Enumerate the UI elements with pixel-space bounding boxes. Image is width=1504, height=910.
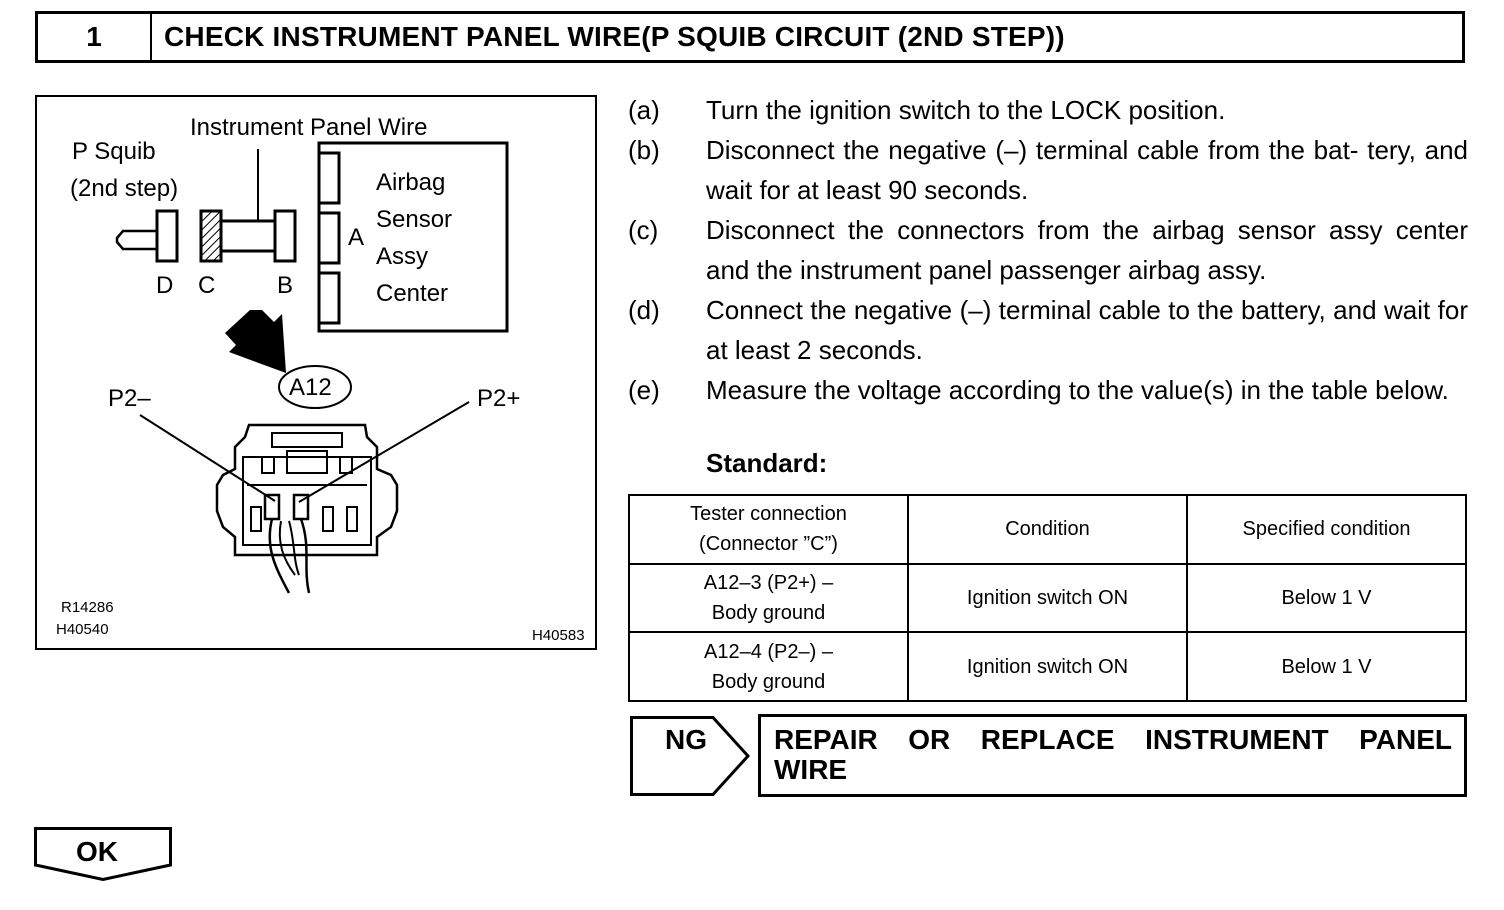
step-text: Disconnect the connectors from the airba…	[706, 215, 1468, 285]
procedure-steps: (a) Turn the ignition switch to the LOCK…	[628, 90, 1468, 410]
label-assy: Assy	[376, 243, 429, 270]
header-text: Tester connection (Connector ”C”)	[690, 503, 847, 556]
cell-text: A12–3 (P2+) – Body ground	[703, 571, 834, 624]
step-label: (d)	[628, 295, 660, 325]
step-text: Measure the voltage according to the val…	[706, 375, 1449, 405]
label-p2-minus: P2–	[108, 385, 151, 412]
header-text: Condition	[1005, 518, 1090, 541]
diagram-drawing	[115, 141, 509, 594]
step-item: (b) Disconnect the negative (–) terminal…	[628, 130, 1468, 210]
step-item: (c) Disconnect the connectors from the a…	[628, 210, 1468, 290]
standard-label: Standard:	[706, 448, 828, 478]
step-label: (a)	[628, 95, 660, 125]
label-connector-b: B	[277, 272, 294, 299]
cell-text: Ignition switch ON	[966, 586, 1129, 609]
label-p2-plus: P2+	[477, 385, 521, 412]
table-row: A12–3 (P2+) – Body ground Ignition switc…	[628, 562, 1467, 634]
figure-code-3: H40583	[532, 627, 585, 644]
pointer-arrow	[225, 310, 286, 373]
table-header-cell: Condition	[907, 494, 1188, 565]
cell-text: Below 1 V	[1281, 586, 1372, 609]
header-text: Specified condition	[1242, 518, 1411, 541]
label-connector-c: C	[198, 272, 216, 299]
ng-arrow-shape	[630, 716, 750, 796]
ok-label: OK	[76, 836, 118, 867]
cell-text: Below 1 V	[1281, 655, 1372, 678]
specification-table: Tester connection (Connector ”C”) Condit…	[628, 494, 1467, 702]
table-cell: Ignition switch ON	[907, 562, 1188, 634]
table-cell: Ignition switch ON	[907, 631, 1188, 702]
label-center: Center	[376, 280, 449, 307]
step-item: (d) Connect the negative (–) terminal ca…	[628, 290, 1468, 370]
a12-connector	[215, 423, 399, 594]
airbag-sensor-box	[317, 141, 509, 333]
ok-arrow-shape	[34, 827, 172, 881]
label-connector-d: D	[156, 272, 174, 299]
label-2nd-step: (2nd step)	[70, 175, 179, 202]
step-label: (b)	[628, 135, 660, 165]
table-row: A12–4 (P2–) – Body ground Ignition switc…	[628, 631, 1467, 702]
figure-code-1: R14286	[61, 599, 114, 616]
table-cell: Below 1 V	[1186, 562, 1467, 634]
label-a12: A12	[289, 374, 332, 401]
table-header-cell: Tester connection (Connector ”C”)	[628, 494, 909, 565]
cell-text: Ignition switch ON	[966, 655, 1129, 678]
step-item: (e) Measure the voltage according to the…	[628, 370, 1468, 410]
step-header: 1 CHECK INSTRUMENT PANEL WIRE(P SQUIB CI…	[35, 11, 1465, 63]
table-cell: Below 1 V	[1186, 631, 1467, 702]
table-header-row: Tester connection (Connector ”C”) Condit…	[628, 494, 1467, 565]
step-number: 1	[38, 14, 152, 60]
ng-label: NG	[665, 724, 707, 755]
step-label: (c)	[628, 215, 659, 245]
label-airbag: Airbag	[376, 169, 446, 196]
label-instrument-panel-wire: Instrument Panel Wire	[190, 114, 428, 141]
step-title: CHECK INSTRUMENT PANEL WIRE(P SQUIB CIRC…	[164, 21, 1065, 52]
step-text: Disconnect the negative (–) terminal cab…	[706, 135, 1468, 205]
label-p-squib: P Squib	[72, 138, 156, 165]
ng-action-box: REPAIR OR REPLACE INSTRUMENT PANEL WIRE	[758, 714, 1467, 797]
figure-code-2: H40540	[56, 621, 109, 638]
step-text: Turn the ignition switch to the LOCK pos…	[706, 95, 1226, 125]
table-cell: A12–3 (P2+) – Body ground	[628, 562, 909, 634]
connector-chain	[115, 209, 297, 263]
table-header-cell: Specified condition	[1186, 494, 1467, 565]
step-text: Connect the negative (–) terminal cable …	[706, 295, 1468, 365]
table-cell: A12–4 (P2–) – Body ground	[628, 631, 909, 702]
label-connector-a: A	[348, 224, 365, 251]
label-sensor: Sensor	[376, 206, 453, 233]
cell-text: A12–4 (P2–) – Body ground	[704, 640, 833, 693]
step-item: (a) Turn the ignition switch to the LOCK…	[628, 90, 1468, 130]
wiring-diagram: Instrument Panel Wire P Squib (2nd step)…	[35, 95, 597, 650]
step-label: (e)	[628, 375, 660, 405]
